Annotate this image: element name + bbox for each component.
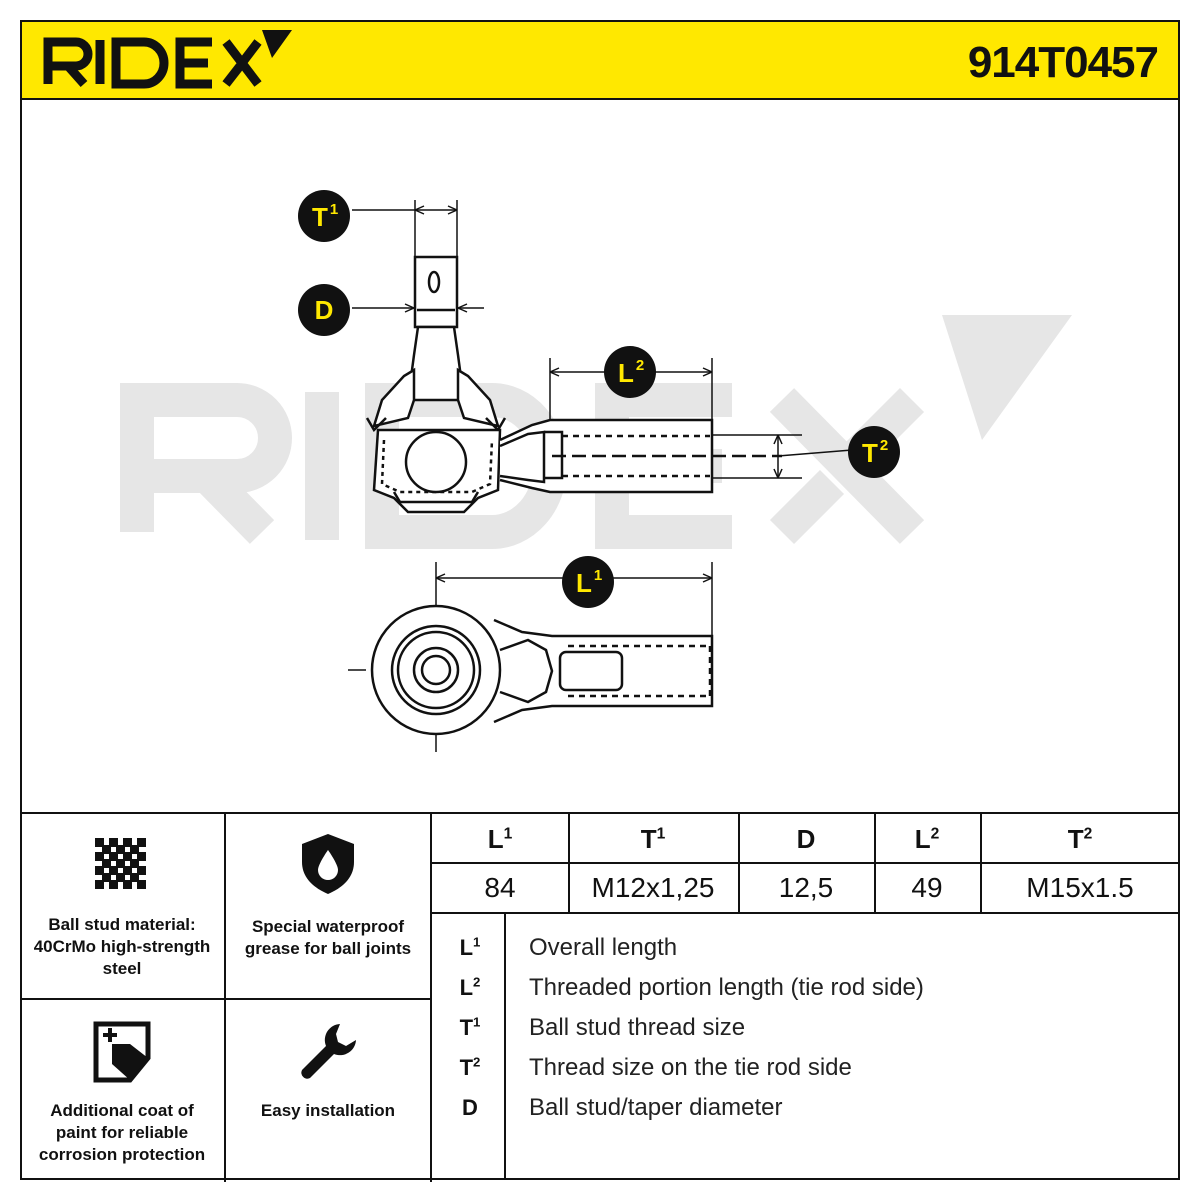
svg-text:1: 1 [594, 567, 602, 584]
spec-header-d: D [796, 824, 816, 854]
wrench-icon [301, 1024, 356, 1079]
svg-text:T: T [862, 438, 878, 468]
feature-installation-text: Easy installation [260, 1101, 396, 1120]
feature-grease: Special waterproof grease for ball joint… [226, 814, 432, 998]
svg-text:1: 1 [330, 201, 338, 218]
feature-material: Ball stud material: 40CrMo high-strength… [20, 814, 226, 998]
spec-value-d: 12,5 [778, 872, 834, 903]
callout-l1: L 1 [562, 556, 614, 608]
legend-row-d: D Ball stud/taper diameter [462, 1094, 783, 1121]
spec-value-t1: M12x1,25 [591, 872, 715, 903]
spec-value-t2: M15x1.5 [1026, 872, 1134, 903]
paint-coat-icon [93, 1021, 151, 1083]
legend-row-t2: T2 Thread size on the tie rod side [459, 1054, 852, 1081]
part-number: 914T0457 [967, 38, 1159, 87]
feature-paint-text: Additional coat of paint for reliable co… [38, 1101, 206, 1164]
svg-text:L: L [618, 358, 634, 388]
top-view [370, 604, 714, 736]
tie-rod-end-drawing: T 1 D L 2 T 2 L 1 [120, 190, 1072, 752]
header-bar: 914T0457 [20, 20, 1180, 100]
droplet-shield-icon [302, 834, 354, 894]
callout-t2: T 2 [848, 426, 900, 478]
callout-t1: T 1 [298, 190, 350, 242]
legend-row-l1: L1 Overall length [459, 934, 678, 961]
svg-text:2: 2 [880, 437, 888, 454]
svg-text:T: T [312, 202, 328, 232]
spec-value-l2: 49 [911, 872, 943, 903]
specs-table: L1 T1 D L2 T2 84 M12x1,25 12,5 49 M15x1.… [432, 814, 1180, 914]
info-panel: Ball stud material: 40CrMo high-strength… [20, 812, 1180, 1182]
legend-row-l2: L2 Threaded portion length (tie rod side… [459, 974, 924, 1001]
svg-text:D: D [315, 295, 334, 325]
spec-header-l2: L2 [914, 824, 940, 854]
callout-d: D [298, 284, 350, 336]
spec-header-l1: L1 [487, 824, 513, 854]
spec-header-t1: T1 [640, 824, 666, 854]
spec-value-l1: 84 [484, 872, 516, 903]
svg-text:L: L [576, 568, 592, 598]
feature-installation: Easy installation [226, 998, 432, 1182]
legend-row-t1: T1 Ball stud thread size [459, 1014, 746, 1041]
feature-paint: Additional coat of paint for reliable co… [20, 998, 226, 1182]
svg-text:2: 2 [636, 357, 644, 374]
callout-l2: L 2 [604, 346, 656, 398]
ridex-logo [43, 30, 292, 89]
legend: L1 Overall length L2 Threaded portion le… [432, 914, 1180, 1182]
feature-grease-text: Special waterproof grease for ball joint… [244, 917, 412, 958]
spec-header-t2: T2 [1067, 824, 1093, 854]
ball-stud-side-view [365, 255, 782, 514]
feature-material-text: Ball stud material: 40CrMo high-strength… [33, 915, 211, 978]
grid-icon [95, 838, 146, 889]
technical-drawing: T 1 D L 2 T 2 L 1 [22, 100, 1178, 812]
